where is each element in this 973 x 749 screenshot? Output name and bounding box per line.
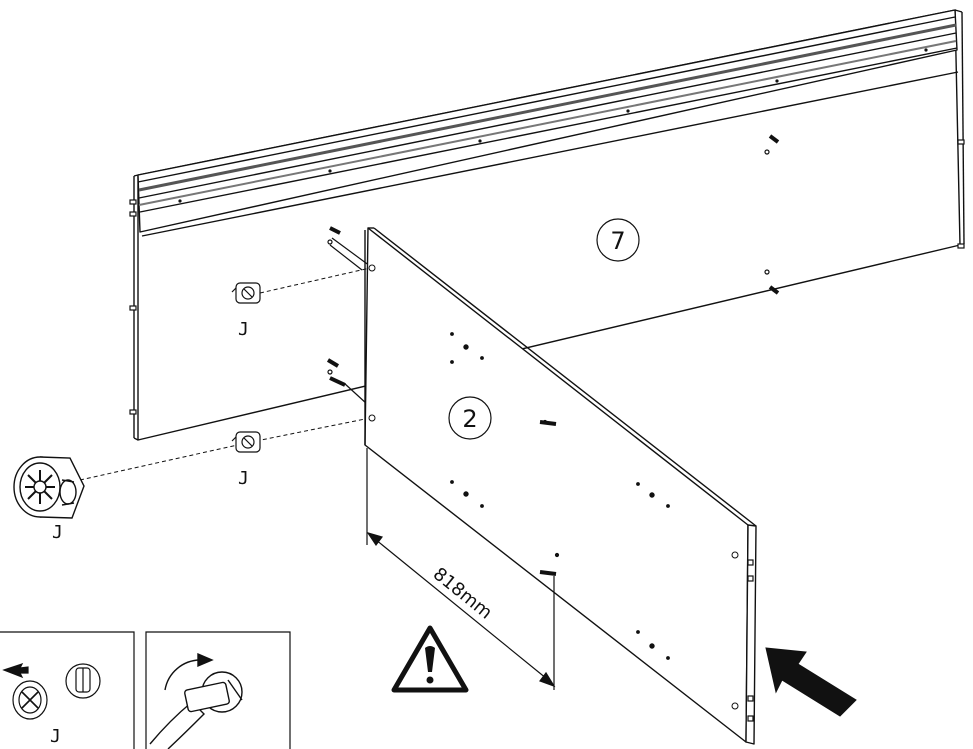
warning-triangle-icon <box>391 625 469 693</box>
detail-box-cam-insert <box>0 631 135 749</box>
cam-lock-icon <box>13 456 85 519</box>
back-panel-edge-pegs <box>129 139 965 415</box>
insert-arrow-icon <box>765 647 857 717</box>
callout-2-label: 2 <box>462 405 477 433</box>
fitting-label-j-2: J <box>238 468 249 489</box>
back-panel-dowels <box>764 134 780 295</box>
cam-lock-icon <box>231 282 261 304</box>
back-panel-7 <box>133 9 965 441</box>
fitting-label-j-3: J <box>52 522 63 543</box>
callout-7: 7 <box>596 218 640 262</box>
fitting-label-j-1: J <box>238 319 249 340</box>
side-edge-pegs <box>747 559 754 722</box>
detail-box-hammer <box>145 631 291 749</box>
callout-2: 2 <box>448 396 492 440</box>
rail-holes <box>178 48 928 203</box>
side-panel-dowels <box>539 420 557 576</box>
side-panel-holes <box>368 264 739 710</box>
fitting-label-j-4: J <box>50 726 61 747</box>
dimension-818mm <box>366 448 556 690</box>
cam-lock-icon <box>231 431 261 453</box>
callout-7-label: 7 <box>610 227 625 255</box>
connecting-dowels-left <box>326 226 371 405</box>
hammer-icon <box>149 652 243 749</box>
assembly-dashed-lines <box>79 267 371 481</box>
dimension-label: 818mm <box>429 564 496 624</box>
